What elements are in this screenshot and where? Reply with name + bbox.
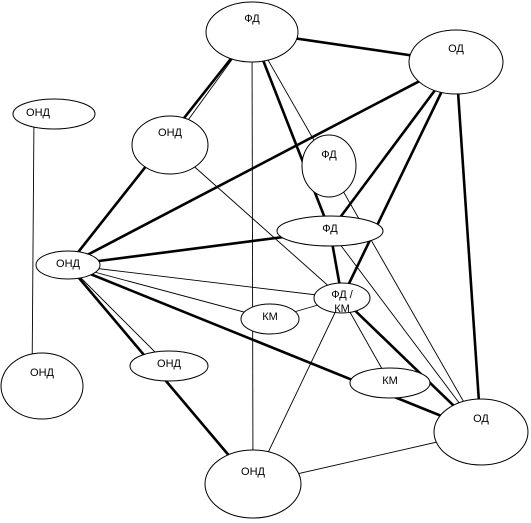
edge-od-top-right-to-fd-km xyxy=(340,61,458,299)
edge-ond-hub-to-ond-lower-mid xyxy=(67,264,170,367)
node-fd-km-label-line1: ФД / xyxy=(331,289,354,301)
node-km-right: КМ xyxy=(349,367,431,399)
node-fd-top-label: ФД xyxy=(244,13,260,25)
node-od-top-right-label: ОД xyxy=(448,43,464,55)
node-km-left-label: КМ xyxy=(262,311,278,323)
edge-od-top-right-to-od-bottom-right xyxy=(454,61,483,433)
edges-layer xyxy=(31,30,483,485)
node-ond-lower-mid: ОНД xyxy=(129,350,209,382)
node-od-top-right: ОД xyxy=(408,29,504,95)
node-ond-top-left-label: ОНД xyxy=(26,107,51,119)
node-od-bottom-right: ОД xyxy=(433,398,529,466)
node-km-right-label: КМ xyxy=(382,375,398,387)
node-ond-lower-mid-label: ОНД xyxy=(157,358,182,370)
node-fd-top: ФД xyxy=(205,1,299,63)
node-ond-top-left: ОНД xyxy=(12,98,96,130)
node-ond-bottom-left-label: ОНД xyxy=(30,367,55,379)
node-ond-hub: ОНД xyxy=(35,250,101,280)
edge-fd-center-to-od-bottom-right xyxy=(329,230,482,433)
node-km-left: КМ xyxy=(240,303,300,335)
edge-ond-hub-to-od-bottom-right xyxy=(67,263,482,434)
node-ond-bottom-label: ОНД xyxy=(241,466,266,478)
node-ond-upper-label: ОНД xyxy=(158,127,183,139)
node-fd-center: ФД xyxy=(276,215,384,247)
edge-ond-hub-to-fd-km xyxy=(67,264,343,299)
node-ond-bottom: ОНД xyxy=(204,449,302,519)
edge-fd-top-to-fd-center xyxy=(250,31,332,232)
edge-od-top-right-to-ond-hub xyxy=(67,60,457,267)
node-ond-upper: ОНД xyxy=(131,115,209,175)
node-fd-small-label: ФД xyxy=(321,149,337,161)
node-fd-km: ФД / КМ xyxy=(313,282,371,315)
edge-fd-top-to-ond-bottom xyxy=(251,31,254,485)
node-ond-hub-label: ОНД xyxy=(56,258,81,270)
node-ond-bottom-left: ОНД xyxy=(0,352,84,420)
edge-ond-top-left-to-ond-bottom-left xyxy=(31,113,35,387)
node-od-bottom-right-label: ОД xyxy=(473,413,489,425)
node-fd-km-label-line2: КМ xyxy=(334,303,350,315)
edge-ond-hub-to-km-left xyxy=(67,264,271,320)
edge-ond-upper-to-fd-km xyxy=(169,144,343,299)
node-fd-small: ФД xyxy=(301,134,357,198)
node-fd-center-label: ФД xyxy=(322,223,338,235)
